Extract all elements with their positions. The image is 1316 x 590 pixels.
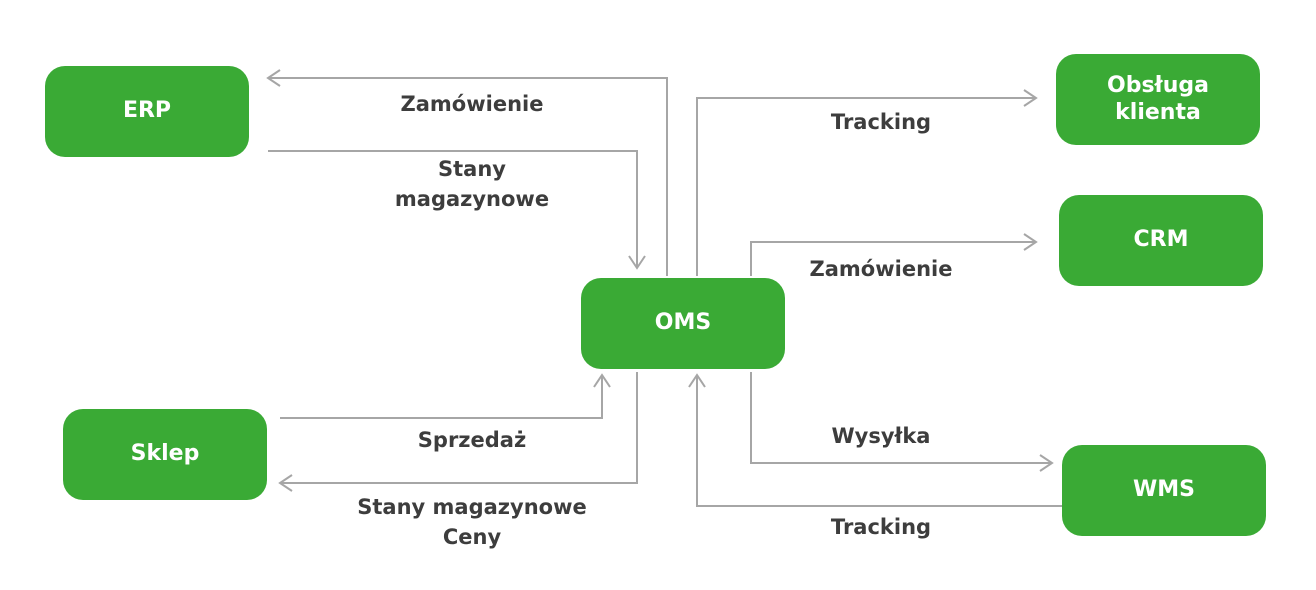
arrowhead-sklep-to-oms: [593, 373, 611, 388]
crm-node: CRM: [1059, 195, 1263, 286]
obsluga-klienta-node: Obsługa klienta: [1056, 54, 1260, 145]
edge-sklep-to-oms: [280, 375, 603, 419]
oms-node: OMS: [581, 278, 785, 369]
edge-label-oms-to-sklep-line-2: Ceny: [442, 525, 502, 550]
edge-label-wms-to-oms: Tracking: [830, 515, 932, 539]
edge-oms-to-crm: [750, 241, 1036, 276]
arrowhead-oms-to-wms: [1039, 454, 1054, 472]
obsluga-klienta-label-line-1: Obsługa: [1107, 73, 1209, 99]
edge-label-oms-to-obsluga: Tracking: [830, 110, 932, 134]
edge-label-oms-to-wms: Wysyłka: [831, 424, 931, 448]
edge-label-erp-to-oms-line-1: Stany: [438, 157, 506, 181]
edge-label-sklep-to-oms: Sprzedaż: [417, 428, 527, 452]
wms-node-label: WMS: [1132, 477, 1195, 503]
arrowhead-wms-to-oms: [688, 373, 706, 388]
edge-label-oms-to-erp: Zamówienie: [400, 92, 544, 116]
edge-label-erp-to-oms-line-2: magazynowe: [394, 187, 550, 212]
sklep-node: Sklep: [63, 409, 267, 500]
edge-label-oms-to-crm: Zamówienie: [809, 257, 953, 281]
edge-label-oms-to-sklep-line-1: Stany magazynowe: [357, 495, 587, 519]
erp-node-label: ERP: [122, 98, 172, 124]
crm-node-label: CRM: [1133, 227, 1189, 253]
oms-node-label: OMS: [654, 310, 712, 336]
edge-oms-to-obsluga: [696, 97, 1036, 276]
arrowhead-oms-to-obsluga: [1023, 89, 1038, 107]
arrowhead-oms-to-sklep: [278, 474, 293, 492]
edge-oms-to-sklep: [280, 372, 638, 484]
erp-node: ERP: [45, 66, 249, 157]
edge-label-erp-to-oms: Stany magazynowe: [372, 154, 572, 215]
arrowhead-oms-to-erp: [266, 69, 281, 87]
obsluga-klienta-label-line-2: klienta: [1115, 99, 1201, 125]
wms-node: WMS: [1062, 445, 1266, 536]
edge-oms-to-erp: [268, 77, 668, 276]
sklep-node-label: Sklep: [130, 441, 200, 467]
arrowhead-erp-to-oms: [628, 255, 646, 270]
edge-label-oms-to-sklep: Stany magazynowe Ceny: [332, 492, 612, 553]
arrowhead-oms-to-crm: [1023, 233, 1038, 251]
edge-oms-to-wms: [750, 372, 1052, 464]
edge-wms-to-oms: [696, 375, 1062, 507]
edge-erp-to-oms: [268, 150, 638, 268]
